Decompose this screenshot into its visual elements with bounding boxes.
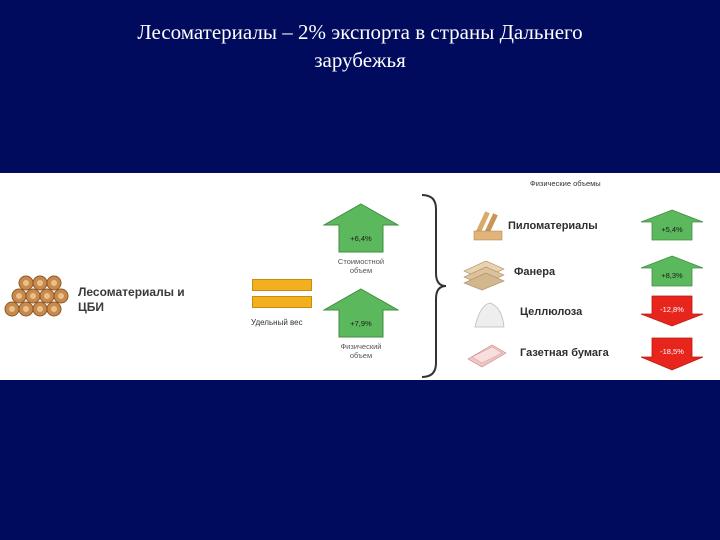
main-label-line-1: Лесоматериалы и bbox=[78, 285, 185, 299]
pulp-change-value: -12,8% bbox=[660, 305, 684, 314]
product-name-plywood: Фанера bbox=[514, 266, 556, 278]
product-name-newsprint: Газетная бумага bbox=[520, 347, 609, 359]
plywood-icon bbox=[463, 260, 505, 291]
physical-volume-arrow-icon bbox=[323, 288, 399, 338]
cost-volume-value: +6,4% bbox=[350, 234, 372, 243]
lumber-icon bbox=[473, 211, 503, 241]
volume-caption-line-1: Физический bbox=[340, 342, 382, 351]
newsprint-change-value: -18,5% bbox=[660, 347, 684, 356]
plywood-change-value: +8,3% bbox=[661, 271, 683, 280]
product-name-lumber: Пиломатериалы bbox=[508, 220, 598, 232]
cost-caption-line-1: Стоимостной bbox=[337, 257, 385, 266]
plywood-up-arrow-icon bbox=[640, 255, 704, 287]
volume-caption-line-2: объем bbox=[349, 351, 373, 360]
newsprint-down-arrow-icon bbox=[640, 337, 704, 371]
curly-brace-icon bbox=[421, 194, 447, 378]
slide-title-line-2: зарубежья bbox=[314, 48, 406, 72]
slide-title-line-1: Лесоматериалы – 2% экспорта в страны Дал… bbox=[137, 20, 583, 44]
pulp-icon bbox=[474, 302, 505, 328]
newsprint-icon bbox=[467, 344, 507, 368]
lumber-change-value: +5,4% bbox=[661, 225, 683, 234]
main-category-label: Лесоматериалы и ЦБИ bbox=[78, 285, 218, 315]
pulp-down-arrow-icon bbox=[640, 295, 704, 327]
lumber-up-arrow-icon bbox=[640, 209, 704, 241]
equals-bar-top bbox=[252, 279, 312, 291]
main-label-line-2: ЦБИ bbox=[78, 300, 105, 314]
physical-volume-value: +7,9% bbox=[350, 319, 372, 328]
physical-volume-caption: Физический объем bbox=[326, 342, 396, 360]
logs-icon bbox=[4, 275, 69, 317]
equals-bar-bottom bbox=[252, 296, 312, 308]
cost-volume-arrow-icon bbox=[323, 203, 399, 253]
slide-title: Лесоматериалы – 2% экспорта в страны Дал… bbox=[40, 18, 680, 74]
diagram-panel: Лесоматериалы и ЦБИ Удельный вес +6,4% С… bbox=[0, 173, 720, 380]
specific-weight-label: Удельный вес bbox=[251, 318, 303, 327]
physical-volumes-title: Физические объемы bbox=[530, 179, 601, 188]
cost-caption-line-2: объем bbox=[349, 266, 373, 275]
product-name-pulp: Целлюлоза bbox=[520, 306, 583, 318]
cost-volume-caption: Стоимостной объем bbox=[326, 257, 396, 275]
